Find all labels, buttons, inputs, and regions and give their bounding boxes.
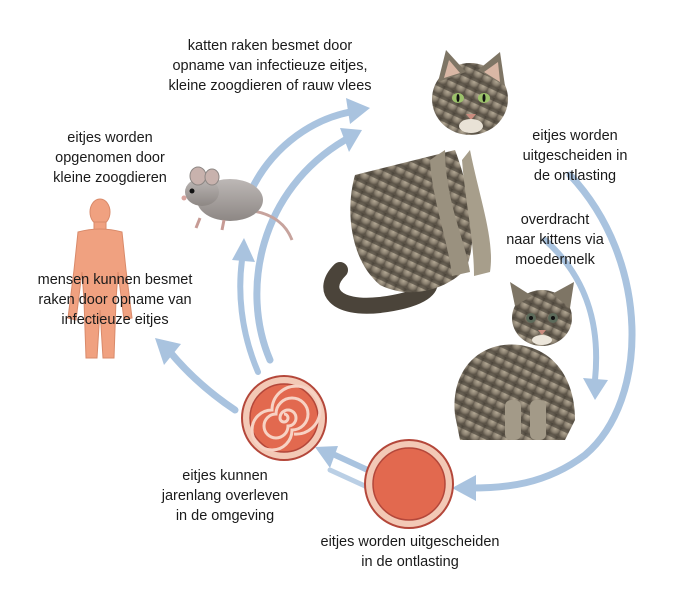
arrow-egg-to-human bbox=[166, 348, 239, 414]
embryonated-egg-icon bbox=[241, 375, 327, 461]
arrowhead-egg-left bbox=[315, 446, 338, 468]
label-humans-infected: mensen kunnen besmet raken door opname v… bbox=[37, 272, 193, 328]
arrow-to-cat-inner bbox=[253, 136, 349, 364]
fresh-egg-icon bbox=[364, 439, 454, 529]
arrowhead-mouse bbox=[232, 238, 255, 262]
kitten-image bbox=[454, 282, 575, 440]
arrow-egg-to-mouse bbox=[237, 257, 261, 375]
label-eggs-excreted-bottom: eitjes worden uitgescheiden in de ontlas… bbox=[320, 534, 500, 570]
label-mammals-ingest: eitjes worden opgenomen door kleine zoog… bbox=[53, 130, 167, 186]
arrowhead-right-bottom bbox=[452, 475, 476, 501]
cat-image bbox=[323, 50, 508, 314]
label-transfer-kittens: overdracht naar kittens via moedermelk bbox=[506, 212, 604, 268]
arrowhead-milk bbox=[583, 378, 608, 400]
arrowhead-human bbox=[155, 338, 181, 365]
arrow-to-cat-outer bbox=[241, 108, 354, 209]
label-eggs-excreted-top: eitjes worden uitgescheiden in de ontlas… bbox=[522, 128, 628, 184]
human-figure-icon bbox=[67, 198, 133, 359]
label-eggs-survive: eitjes kunnen jarenlang overleven in de … bbox=[161, 468, 289, 524]
mouse-image bbox=[181, 166, 294, 241]
arrow-cat-to-egg bbox=[466, 171, 636, 492]
arrow-egg-to-egg bbox=[332, 452, 375, 475]
label-cats-infected: katten raken besmet door opname van infe… bbox=[168, 38, 372, 94]
arrow-milk-transfer bbox=[542, 237, 600, 383]
